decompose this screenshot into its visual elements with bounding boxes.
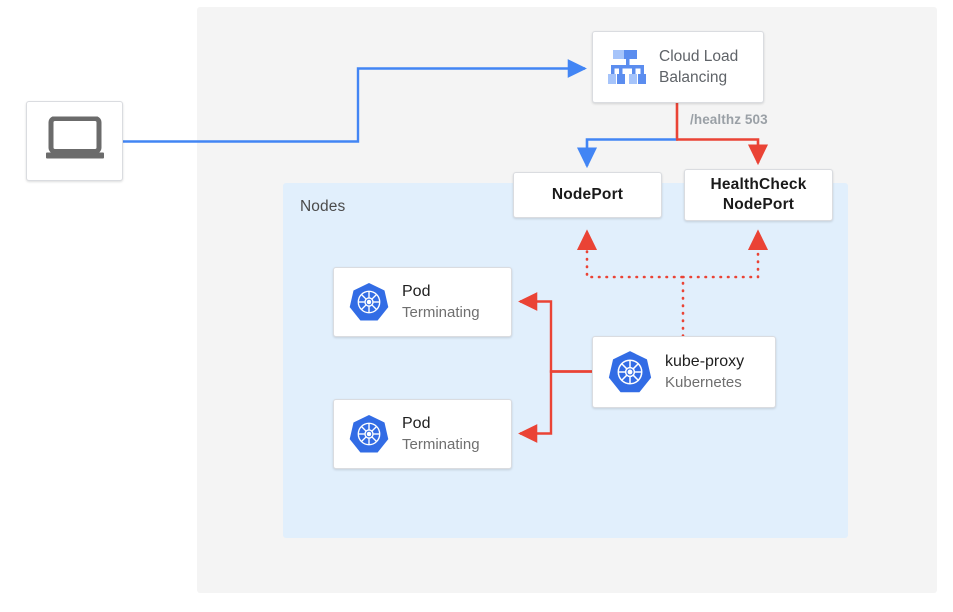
healthcheck-nodeport-line1: HealthCheck (710, 176, 807, 193)
nodeport-label: NodePort (551, 186, 624, 203)
nodes-group-label: Nodes (300, 198, 346, 215)
kubernetes-icon (607, 349, 653, 395)
pod-title-1: Pod (402, 282, 431, 300)
healthz-status-label: /healthz 503 (690, 112, 768, 127)
client-card (26, 101, 123, 181)
pod-title-2: Pod (402, 414, 431, 432)
pod-text-2: Pod Terminating (402, 414, 480, 455)
kube-proxy-text: kube-proxy Kubernetes (665, 352, 744, 393)
kubernetes-icon (348, 281, 390, 323)
kube-proxy-title: kube-proxy (665, 352, 745, 370)
pod-status-2: Terminating (402, 435, 480, 453)
pod-card-2: Pod Terminating (333, 399, 512, 469)
healthcheck-nodeport-label: HealthCheck NodePort (710, 175, 806, 215)
pod-status-1: Terminating (402, 303, 480, 321)
cloud-load-balancing-label: Cloud Load Balancing (659, 46, 738, 88)
pod-text-1: Pod Terminating (402, 282, 480, 323)
laptop-icon (44, 116, 106, 166)
pod-card-1: Pod Terminating (333, 267, 512, 337)
kube-proxy-card: kube-proxy Kubernetes (592, 336, 776, 408)
cloud-load-balancing-line2: Balancing (659, 69, 728, 86)
cloud-load-balancing-icon (605, 47, 651, 87)
kube-proxy-subtitle: Kubernetes (665, 373, 742, 391)
nodeport-card: NodePort (513, 172, 662, 218)
kubernetes-icon (348, 413, 390, 455)
cloud-load-balancing-card: Cloud Load Balancing (592, 31, 764, 103)
healthcheck-nodeport-line2: NodePort (722, 196, 795, 213)
healthcheck-nodeport-card: HealthCheck NodePort (684, 169, 833, 221)
cloud-load-balancing-line1: Cloud Load (659, 48, 739, 65)
